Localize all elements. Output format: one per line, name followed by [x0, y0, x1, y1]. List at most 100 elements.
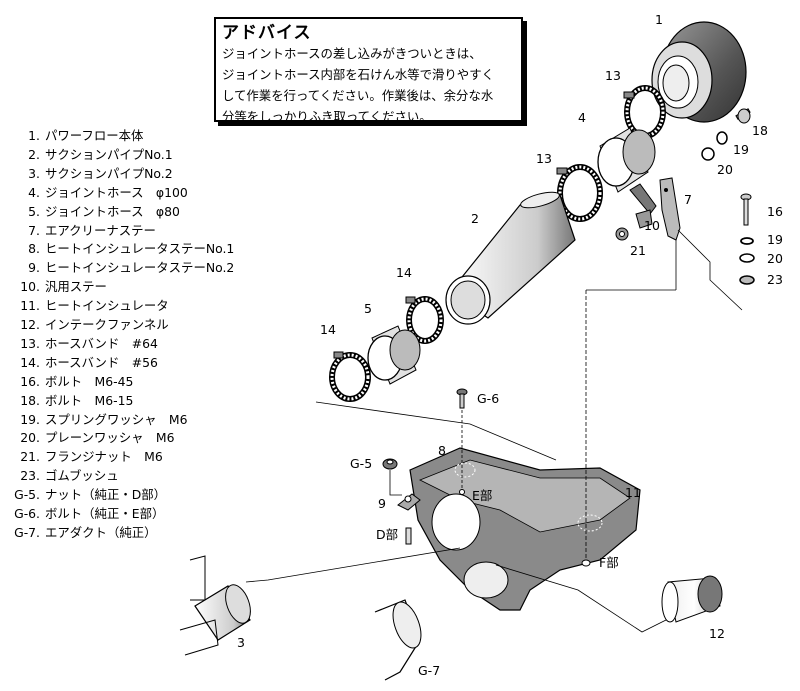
part-name: ゴムブッシュ	[45, 468, 119, 484]
hose-band-14-lower	[329, 351, 371, 402]
part-name: ナット（純正・D部）	[45, 487, 167, 503]
callout-11: 11	[625, 485, 641, 500]
part-number: 23.	[20, 468, 40, 484]
parts-list-item: 13. ホースバンド #64	[0, 335, 220, 353]
leader-pipe3	[245, 547, 461, 583]
parts-list-item: 21. フランジナット M6	[0, 448, 220, 466]
hose-band-14-upper	[405, 296, 444, 344]
parts-list-item: 10. 汎用ステー	[0, 278, 220, 296]
callout-13: 13	[605, 68, 621, 83]
suction-pipe-part-2	[445, 191, 576, 325]
callout-g6: G-6	[477, 391, 500, 406]
flange-nut-21	[615, 227, 629, 241]
part-name: ボルト M6-15	[45, 392, 134, 408]
part-name: サクションパイプNo.2	[45, 165, 173, 181]
nut-g5	[382, 458, 398, 470]
advice-line: ジョイントホースの差し込みがきついときは、	[222, 46, 482, 61]
callout-16: 16	[767, 204, 783, 219]
part-number: 1.	[28, 128, 40, 143]
parts-list-item: G-5. ナット（純正・D部）	[0, 486, 220, 504]
generic-stay-part-10	[629, 183, 657, 229]
part-number: 16.	[20, 373, 40, 389]
part-number: 8.	[28, 241, 40, 257]
leader-suction-to-insulator	[315, 401, 557, 461]
point-f	[581, 559, 591, 567]
callout-8: 8	[438, 443, 446, 458]
suction-pipe-part-3	[179, 555, 251, 656]
part-name: パワーフロー本体	[45, 128, 144, 143]
part-number: 13.	[20, 335, 40, 351]
callout-20: 20	[717, 162, 733, 177]
part-name: エアダクト（純正）	[45, 524, 157, 540]
heat-insulator-stay-part-9	[397, 493, 421, 511]
part-number: G-5.	[14, 487, 40, 503]
callout-13: 13	[536, 151, 552, 166]
parts-list-item: G-7. エアダクト（純正）	[0, 524, 220, 542]
plain-washer-20-upper	[701, 147, 715, 161]
callout-14: 14	[396, 265, 412, 280]
part-number: G-6.	[14, 506, 40, 521]
callout-e: E部	[472, 488, 493, 503]
part-name: ホースバンド #64	[45, 335, 158, 351]
part-name: ホースバンド #56	[45, 354, 158, 370]
callout-10: 10	[644, 218, 660, 233]
callout-14: 14	[320, 322, 336, 337]
parts-list-item: 2.サクションパイプNo.1	[0, 146, 220, 164]
parts-list-item: 14. ホースバンド #56	[0, 354, 220, 372]
joint-hose-part-5	[367, 325, 421, 385]
callout-23: 23	[767, 272, 783, 287]
joint-hose-part-4	[597, 127, 656, 193]
part-number: 10.	[20, 279, 40, 295]
part-name: フランジナット M6	[45, 449, 163, 465]
bolt-16	[740, 193, 752, 226]
parts-list-item: 4. ジョイントホース φ100	[0, 184, 220, 202]
part-number: 12.	[20, 317, 40, 332]
part-name: プレーンワッシャ M6	[45, 430, 175, 446]
parts-list-item: 18. ボルト M6-15	[0, 392, 220, 410]
leader-g5	[389, 470, 402, 496]
stud-d	[405, 527, 412, 545]
part-number: 14.	[20, 354, 40, 370]
callout-3: 3	[237, 635, 245, 650]
part-number: 5.	[28, 203, 40, 219]
hose-band-13-lower	[556, 164, 603, 222]
callout-f: F部	[599, 555, 619, 570]
part-number: 21.	[20, 449, 40, 465]
rubber-bush-23	[739, 275, 755, 285]
part-name: ジョイントホース φ80	[45, 203, 180, 219]
part-number: 19.	[20, 411, 40, 427]
callout-7: 7	[684, 192, 692, 207]
part-name: 汎用ステー	[45, 279, 107, 295]
plain-washer-20-lower	[739, 253, 755, 263]
part-name: スプリングワッシャ M6	[45, 411, 188, 427]
intake-funnel-part-12	[661, 575, 723, 623]
air-duct-g7	[374, 599, 422, 681]
parts-list-item: 23. ゴムブッシュ	[0, 467, 220, 485]
callout-d: D部	[376, 527, 399, 542]
part-number: 3.	[28, 165, 40, 181]
callout-9: 9	[378, 496, 386, 511]
leader-bracket-hardware	[677, 229, 743, 311]
part-number: 4.	[28, 184, 40, 200]
callout-2: 2	[471, 211, 479, 226]
part-name: ジョイントホース φ100	[45, 184, 188, 200]
parts-list-item: 5. ジョイントホース φ80	[0, 203, 220, 221]
point-e	[459, 489, 465, 495]
parts-list-item: 19. スプリングワッシャ M6	[0, 411, 220, 429]
part-number: G-7.	[14, 524, 40, 540]
part-name: ボルト M6-45	[45, 373, 134, 389]
parts-list-item: 8.ヒートインシュレータステーNo.1	[0, 240, 234, 258]
callout-1: 1	[655, 12, 663, 27]
part-number: 9.	[28, 260, 40, 276]
part-name: エアクリーナステー	[45, 222, 156, 238]
parts-list-item: 16. ボルト M6-45	[0, 373, 220, 391]
part-number: 18.	[20, 392, 40, 408]
parts-list-item: 7.エアクリーナステー	[0, 222, 220, 240]
part-number: 11.	[20, 298, 40, 314]
air-filter-part-1	[651, 21, 747, 123]
callout-20: 20	[767, 251, 783, 266]
parts-list-item: 3. サクションパイプNo.2	[0, 165, 220, 183]
part-name: インテークファンネル	[45, 317, 169, 332]
callout-19: 19	[767, 232, 783, 247]
